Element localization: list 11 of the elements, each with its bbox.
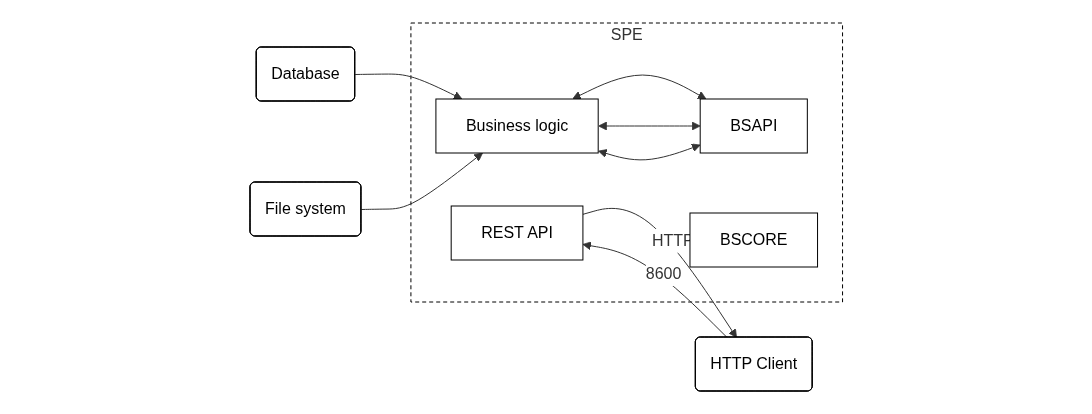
node-box: BSAPI [699, 98, 808, 154]
node-box: REST API [450, 205, 584, 261]
arrow [597, 143, 701, 161]
node-box: Business logic [435, 98, 599, 154]
arrow [582, 241, 728, 338]
edge-label: 8600 [645, 265, 682, 283]
node-box: BSCORE [689, 212, 818, 268]
arrow [354, 73, 463, 100]
arrow [360, 152, 483, 210]
arrow [572, 74, 707, 100]
arrow [582, 207, 737, 338]
